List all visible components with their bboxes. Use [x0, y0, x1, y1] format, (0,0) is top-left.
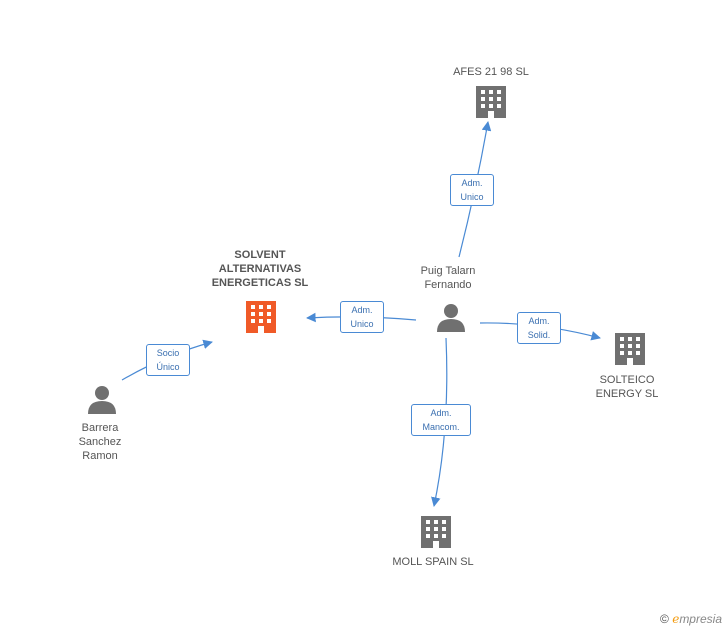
edge-label-adm-mancom: Adm. Mancom. — [411, 404, 471, 436]
building-icon — [421, 516, 451, 548]
brand-logo-text: mpresia — [679, 612, 722, 626]
node-label-barrera[interactable]: Barrera Sanchez Ramon — [78, 422, 122, 462]
brand-logo-initial: e — [672, 612, 680, 626]
copyright-notice: © empresia — [660, 612, 722, 626]
node-label-puig[interactable]: Puig Talarn Fernando — [420, 265, 476, 291]
building-icon — [246, 301, 276, 333]
edge-label-adm-solid: Adm. Solid. — [517, 312, 561, 344]
building-icon — [615, 333, 645, 365]
node-label-afes[interactable]: AFES 21 98 SL — [453, 66, 529, 78]
edge-label-adm-unico-afes: Adm. Unico — [450, 174, 494, 206]
person-icon — [437, 304, 465, 332]
node-label-solvent[interactable]: SOLVENT ALTERNATIVAS ENERGETICAS SL — [211, 249, 309, 289]
node-label-moll[interactable]: MOLL SPAIN SL — [392, 556, 474, 568]
building-icon — [476, 86, 506, 118]
node-label-solteico[interactable]: SOLTEICO ENERGY SL — [595, 374, 659, 400]
person-icon — [88, 386, 116, 414]
copyright-symbol: © — [660, 612, 669, 626]
edge-label-socio-unico: Socio Único — [146, 344, 190, 376]
edge-label-adm-unico-solvent: Adm. Unico — [340, 301, 384, 333]
